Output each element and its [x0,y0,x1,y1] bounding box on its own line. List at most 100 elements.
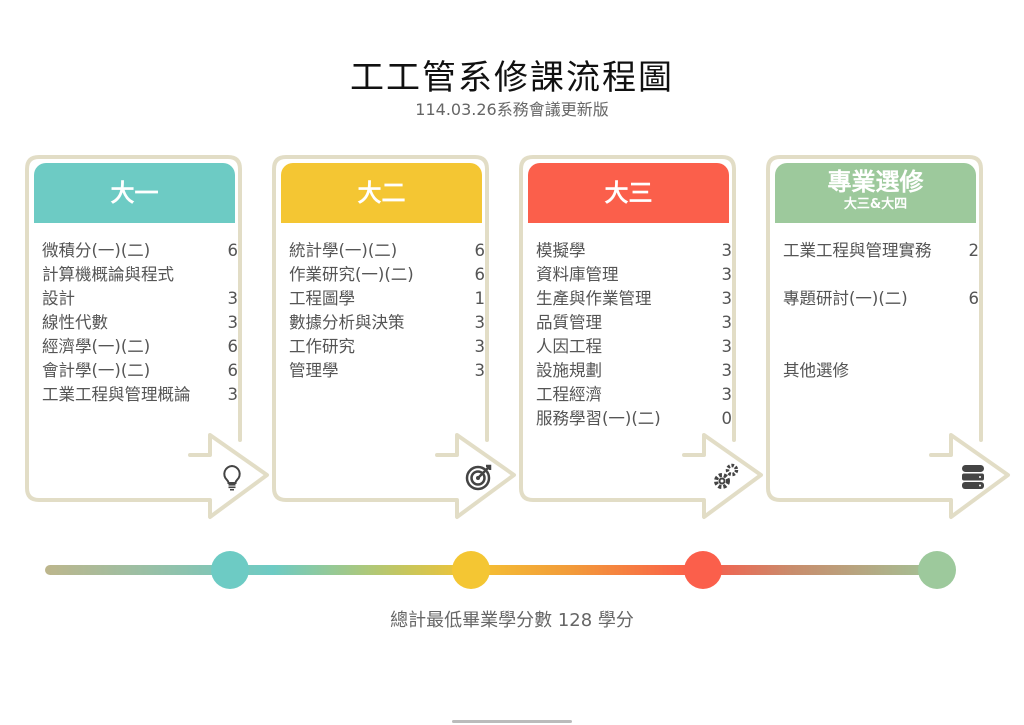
course-credits: 1 [474,289,486,308]
course-credits: 3 [474,337,486,356]
card-arrow-outline [519,155,763,519]
course-name: 模擬學 [536,241,586,260]
course-credits: 3 [721,289,733,308]
course-name: 工程經濟 [536,385,602,404]
gears-icon [711,462,741,492]
course-row: 設施規劃 3 [536,359,732,383]
course-credits: 0 [721,409,733,428]
course-name: 微積分(一)(二) [42,241,151,260]
course-credits: 3 [227,289,239,308]
course-list: 工業工程與管理實務 2 專題研討(一)(二) 6 其他選修 [783,239,979,383]
lightbulb-icon [217,462,247,492]
course-credits: 6 [227,361,239,380]
timeline-dot-year1 [211,551,249,589]
card-header: 大二 [281,163,482,223]
course-name: 人因工程 [536,337,602,356]
course-name: 品質管理 [536,313,602,332]
course-row [783,311,979,335]
course-name: 設施規劃 [536,361,602,380]
card-arrow-outline [766,155,1010,519]
course-name: 資料庫管理 [536,265,619,284]
course-name: 經濟學(一)(二) [42,337,151,356]
course-credits: 3 [721,361,733,380]
course-row: 統計學(一)(二) 6 [289,239,485,263]
course-row: 專題研討(一)(二) 6 [783,287,979,311]
course-name: 設計 [42,289,75,308]
course-name: 數據分析與決策 [289,313,405,332]
course-name: 專題研討(一)(二) [783,289,908,308]
course-row: 數據分析與決策 3 [289,311,485,335]
course-name: 工業工程與管理實務 [783,241,932,260]
course-credits: 6 [968,289,980,308]
card-arrow-outline [272,155,516,519]
timeline-dot-year2 [452,551,490,589]
course-row: 經濟學(一)(二) 6 [42,335,238,359]
timeline-dot-electives [918,551,956,589]
course-row: 計算機概論與程式 [42,263,238,287]
course-credits: 3 [227,313,239,332]
card-4: 專業選修大三&大四 工業工程與管理實務 2 專題研討(一)(二) 6 其他選修 [766,155,1010,522]
course-row: 管理學 3 [289,359,485,383]
course-row: 服務學習(一)(二) 0 [536,407,732,431]
course-name: 服務學習(一)(二) [536,409,661,428]
course-row: 工作研究 3 [289,335,485,359]
course-row: 微積分(一)(二) 6 [42,239,238,263]
course-name: 生產與作業管理 [536,289,652,308]
scroll-handle[interactable] [452,720,572,723]
course-name: 統計學(一)(二) [289,241,398,260]
card-subheading: 大三&大四 [843,197,908,212]
course-row: 工程經濟 3 [536,383,732,407]
page-title: 工工管系修課流程圖 [350,58,674,98]
course-row: 會計學(一)(二) 6 [42,359,238,383]
course-credits: 6 [227,241,239,260]
course-row [783,335,979,359]
course-credits: 6 [474,265,486,284]
course-credits: 3 [721,241,733,260]
course-name: 工作研究 [289,337,355,356]
course-row: 其他選修 [783,359,979,383]
course-credits: 3 [474,313,486,332]
course-credits: 3 [474,361,486,380]
card-header: 大三 [528,163,729,223]
course-name: 作業研究(一)(二) [289,265,414,284]
card-heading: 大二 [357,179,406,207]
total-credits: 總計最低畢業學分數 128 學分 [390,610,634,631]
course-credits: 3 [721,385,733,404]
course-name [783,263,788,287]
database-icon [958,462,988,492]
card-header: 專業選修大三&大四 [775,163,976,223]
course-credits: 6 [227,337,239,356]
card-arrow-outline [25,155,269,519]
course-name [783,311,788,335]
course-name: 會計學(一)(二) [42,361,151,380]
course-name: 計算機概論與程式 [42,265,174,284]
course-name: 線性代數 [42,313,108,332]
course-credits: 3 [227,385,239,404]
course-row: 線性代數 3 [42,311,238,335]
course-row: 作業研究(一)(二) 6 [289,263,485,287]
card-heading: 專業選修 [827,168,924,196]
course-row [783,263,979,287]
course-name [783,335,788,359]
course-credits: 2 [968,241,980,260]
course-row: 生產與作業管理 3 [536,287,732,311]
target-icon [464,462,494,492]
course-name: 管理學 [289,361,339,380]
page-subtitle: 114.03.26系務會議更新版 [415,100,609,119]
course-row: 工業工程與管理實務 2 [783,239,979,263]
course-credits: 3 [721,337,733,356]
card-header: 大一 [34,163,235,223]
timeline-dot-year3 [684,551,722,589]
course-credits: 6 [474,241,486,260]
